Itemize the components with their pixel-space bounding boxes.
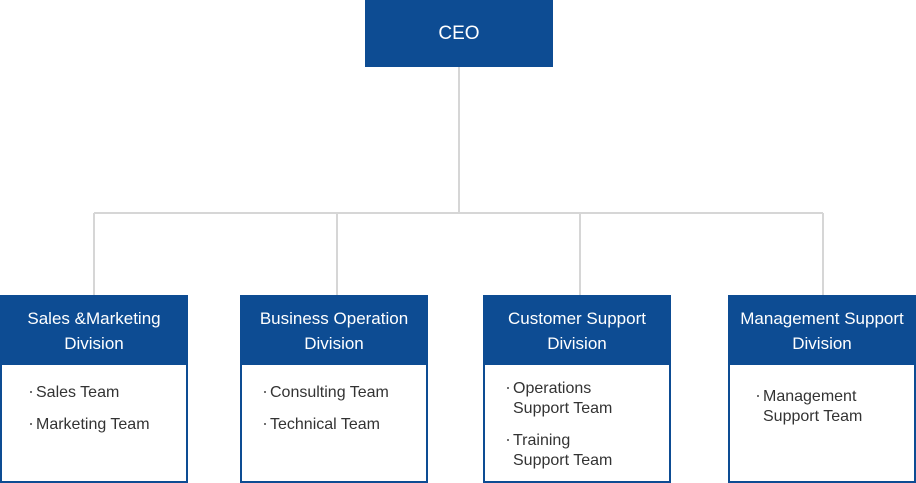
division-title: Business Operation Division xyxy=(259,309,409,353)
team-list: Consulting Team Technical Team xyxy=(242,365,426,435)
team-item: Technical Team xyxy=(264,415,426,435)
ceo-box: CEO xyxy=(365,0,553,67)
division-business-operation: Business Operation Division Consulting T… xyxy=(240,295,428,483)
division-header: Sales &Marketing Division xyxy=(2,297,186,365)
team-item: Operations Support Team xyxy=(507,379,669,419)
team-list: Operations Support Team Training Support… xyxy=(485,365,669,471)
division-sales-marketing: Sales &Marketing Division Sales Team Mar… xyxy=(0,295,188,483)
ceo-label: CEO xyxy=(438,22,480,44)
team-list: Management Support Team xyxy=(730,365,914,427)
division-title: Customer Support Division xyxy=(508,309,646,353)
team-item: Marketing Team xyxy=(30,415,186,435)
team-item: Management Support Team xyxy=(757,387,914,427)
team-item: Training Support Team xyxy=(507,431,669,471)
team-item: Consulting Team xyxy=(264,383,426,403)
division-title: Sales &Marketing Division xyxy=(27,309,161,353)
team-item: Sales Team xyxy=(30,383,186,403)
division-header: Business Operation Division xyxy=(242,297,426,365)
division-header: Management Support Division xyxy=(730,297,914,365)
team-list: Sales Team Marketing Team xyxy=(2,365,186,435)
division-header: Customer Support Division xyxy=(485,297,669,365)
division-customer-support: Customer Support Division Operations Sup… xyxy=(483,295,671,483)
division-management-support: Management Support Division Management S… xyxy=(728,295,916,483)
division-title: Management Support Division xyxy=(740,309,904,353)
